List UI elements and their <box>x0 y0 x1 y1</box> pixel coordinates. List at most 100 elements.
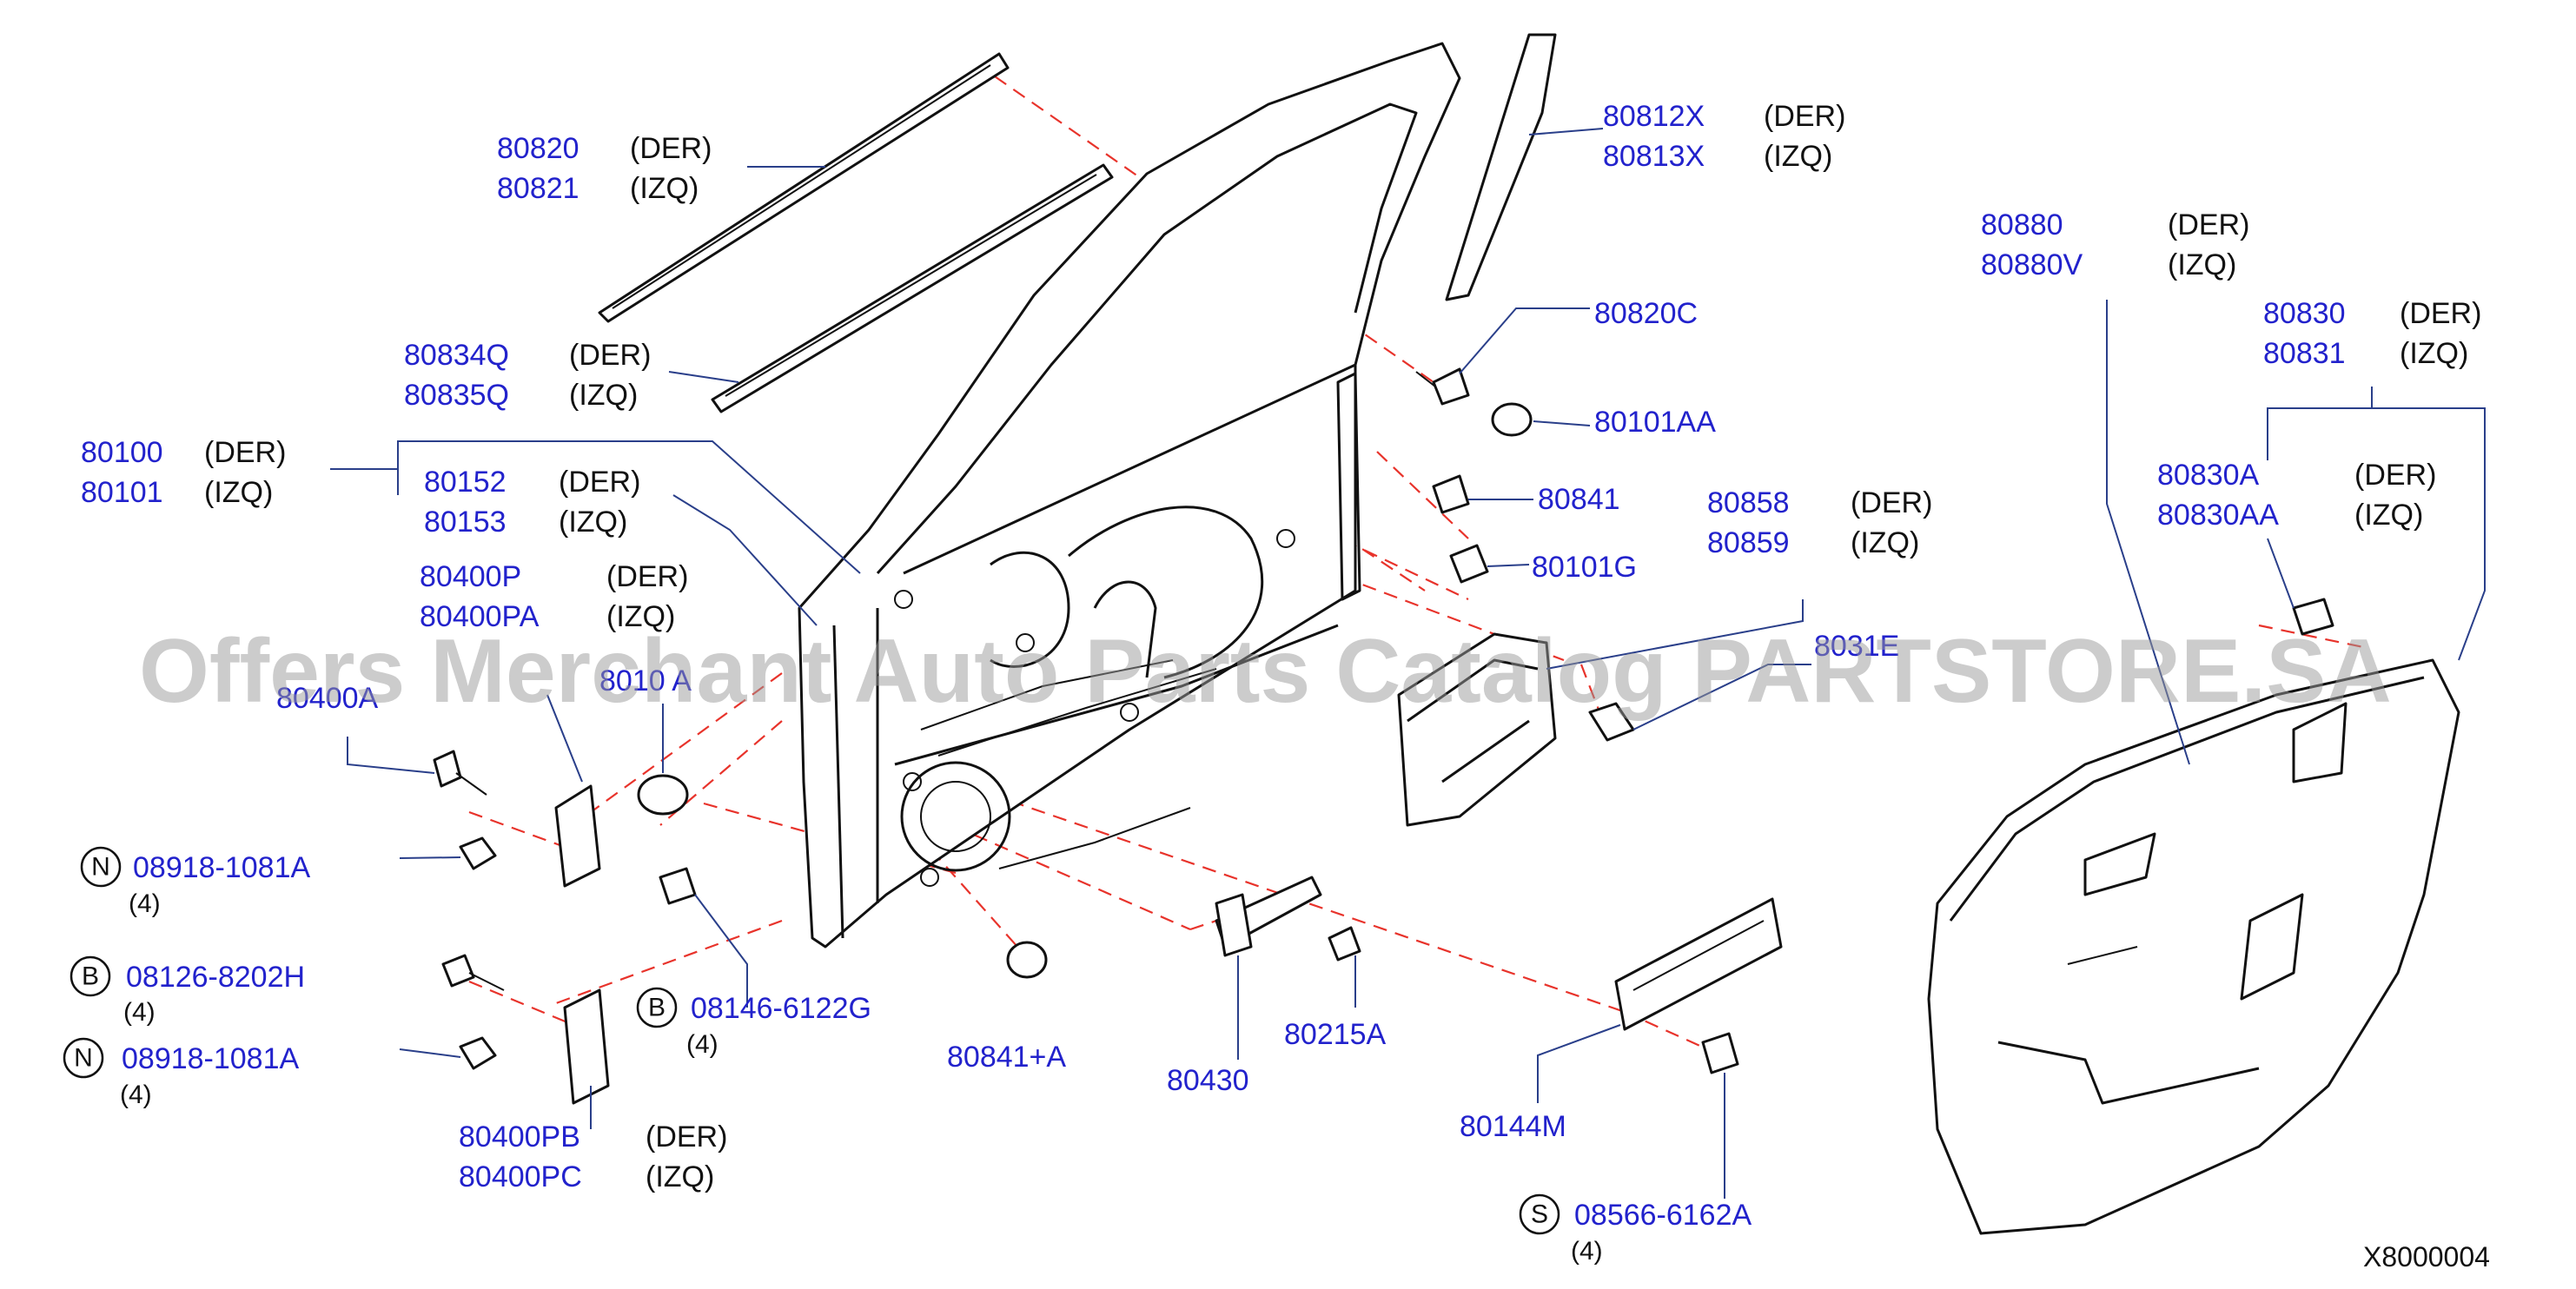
part-number: 80215A <box>1284 1018 1387 1051</box>
side-label: (IZQ) <box>559 506 627 539</box>
callout-80101aa[interactable]: 80101AA <box>1594 406 1716 439</box>
side-label: (DER) <box>646 1120 727 1153</box>
clip-80830a <box>2292 598 2334 636</box>
part-number: 80841 <box>1538 483 1620 516</box>
callout-80830[interactable]: 80830 80831 (DER) (IZQ) <box>2263 297 2481 370</box>
side-label: (DER) <box>204 436 286 469</box>
side-label: (IZQ) <box>569 379 638 412</box>
callout-80215a[interactable]: 80215A <box>1284 1018 1387 1051</box>
hinge-80400pb <box>563 988 610 1105</box>
callout-80820c[interactable]: 80820C <box>1594 297 1698 330</box>
side-label: (IZQ) <box>204 476 273 509</box>
bolt-08566 <box>1701 1032 1739 1074</box>
callout-80100[interactable]: 80100 80101 (DER) (IZQ) <box>81 436 286 509</box>
part-number: 80400P <box>420 560 521 593</box>
part-number: 80859 <box>1707 526 1790 559</box>
part-number: 08918-1081A <box>122 1042 300 1075</box>
part-number: 80101G <box>1532 551 1637 584</box>
side-label: (DER) <box>2400 297 2481 330</box>
part-number: 80820 <box>497 132 579 165</box>
door-trim-panel-80880 <box>1927 658 2460 1235</box>
fastener-callout-n-08918-top[interactable]: N 08918-1081A (4) <box>80 846 311 918</box>
part-number: 80831 <box>2263 337 2346 370</box>
callout-80858[interactable]: 80858 80859 (DER) (IZQ) <box>1707 486 1932 559</box>
front-door-frame <box>798 42 1461 949</box>
callout-80812x[interactable]: 80812X 80813X (DER) (IZQ) <box>1603 100 1845 173</box>
callout-80880[interactable]: 80880 80880V (DER) (IZQ) <box>1981 208 2249 281</box>
side-label: (IZQ) <box>630 172 699 205</box>
part-number: 8010 A <box>599 664 692 697</box>
callout-80834q[interactable]: 80834Q 80835Q (DER) (IZQ) <box>404 339 651 412</box>
side-label: (DER) <box>2168 208 2249 241</box>
part-number: 80152 <box>424 466 507 499</box>
seal-80841 <box>1432 474 1470 514</box>
callout-80841[interactable]: 80841 <box>1538 483 1620 516</box>
fastener-callout-b-08146[interactable]: B 08146-6122G (4) <box>636 987 871 1059</box>
part-number: 80834Q <box>404 339 509 372</box>
callout-80830a[interactable]: 80830A 80830AA (DER) (IZQ) <box>2157 459 2436 532</box>
figure-code: X8000004 <box>2363 1241 2490 1272</box>
part-number: 80841+A <box>947 1041 1066 1074</box>
part-number: 80858 <box>1707 486 1790 519</box>
fastener-callout-b-08126[interactable]: B 08126-8202H (4) <box>70 955 305 1027</box>
fastener-code-letter: N <box>74 1044 93 1073</box>
part-number: 80830AA <box>2157 499 2279 532</box>
callout-80400p[interactable]: 80400P 80400PA (DER) (IZQ) <box>420 560 688 633</box>
grommet-8010a <box>637 774 689 816</box>
part-number: 80400PA <box>420 600 540 633</box>
side-label: (IZQ) <box>1764 140 1832 173</box>
module-80858 <box>1397 632 1557 827</box>
fastener-code-letter: S <box>1531 1200 1548 1229</box>
callout-80820[interactable]: 80820 80821 (DER) (IZQ) <box>497 132 712 205</box>
part-number: 80813X <box>1603 140 1705 173</box>
callout-80101g[interactable]: 80101G <box>1532 551 1637 584</box>
side-label: (DER) <box>2354 459 2436 492</box>
part-number: 08146-6122G <box>691 992 871 1025</box>
part-number: 80835Q <box>404 379 509 412</box>
callout-8010a[interactable]: 8010 A <box>599 664 692 697</box>
callout-80430[interactable]: 80430 <box>1167 1064 1249 1097</box>
sash-garnish-80812x <box>1445 33 1557 301</box>
fastener-code-circle <box>63 1037 104 1079</box>
part-number: 80830A <box>2157 459 2260 492</box>
callout-80841a[interactable]: 80841+A <box>947 1041 1066 1074</box>
door-check-80430 <box>1215 876 1322 957</box>
fastener-code-circle <box>80 846 122 888</box>
side-label: (IZQ) <box>1851 526 1919 559</box>
side-label: (DER) <box>1764 100 1845 133</box>
plug-80101aa <box>1491 402 1533 437</box>
quantity: (4) <box>129 889 161 918</box>
callout-80400a[interactable]: 80400A <box>276 682 379 715</box>
fastener-callout-s-08566[interactable]: S 08566-6162A (4) <box>1519 1193 1752 1266</box>
side-label: (IZQ) <box>2400 337 2468 370</box>
bolt-08126 <box>441 954 505 991</box>
part-number: 80100 <box>81 436 163 469</box>
side-label: (DER) <box>559 466 640 499</box>
callout-8031e[interactable]: 8031E <box>1814 630 1899 663</box>
callout-80152[interactable]: 80152 80153 (DER) (IZQ) <box>424 466 640 539</box>
part-number: 8031E <box>1814 630 1899 663</box>
watermark-text: Offers Merchant Auto Parts Catalog PARTS… <box>139 621 2392 722</box>
part-number: 80153 <box>424 506 507 539</box>
side-label: (IZQ) <box>646 1160 714 1193</box>
callout-80400pb[interactable]: 80400PB 80400PC (DER) (IZQ) <box>459 1120 727 1193</box>
part-number: 80101AA <box>1594 406 1716 439</box>
part-number: 80400PB <box>459 1120 580 1153</box>
callout-80144m[interactable]: 80144M <box>1460 1110 1566 1143</box>
part-number: 80880V <box>1981 248 2083 281</box>
side-label: (IZQ) <box>2168 248 2236 281</box>
part-number: 80400PC <box>459 1160 582 1193</box>
side-label: (DER) <box>630 132 712 165</box>
fastener-code-circle <box>636 987 678 1028</box>
fastener-callout-n-08918-bottom[interactable]: N 08918-1081A (4) <box>63 1037 300 1109</box>
side-label: (DER) <box>569 339 651 372</box>
hinge-80400p <box>554 784 601 888</box>
fastener-code-letter: N <box>91 853 110 882</box>
fastener-code-letter: B <box>648 994 666 1022</box>
nut-08918-top <box>459 836 497 870</box>
side-label: (DER) <box>1851 486 1932 519</box>
part-number: 08918-1081A <box>133 851 311 884</box>
fastener-code-letter: B <box>82 962 99 991</box>
bracket-80144m <box>1614 897 1783 1031</box>
